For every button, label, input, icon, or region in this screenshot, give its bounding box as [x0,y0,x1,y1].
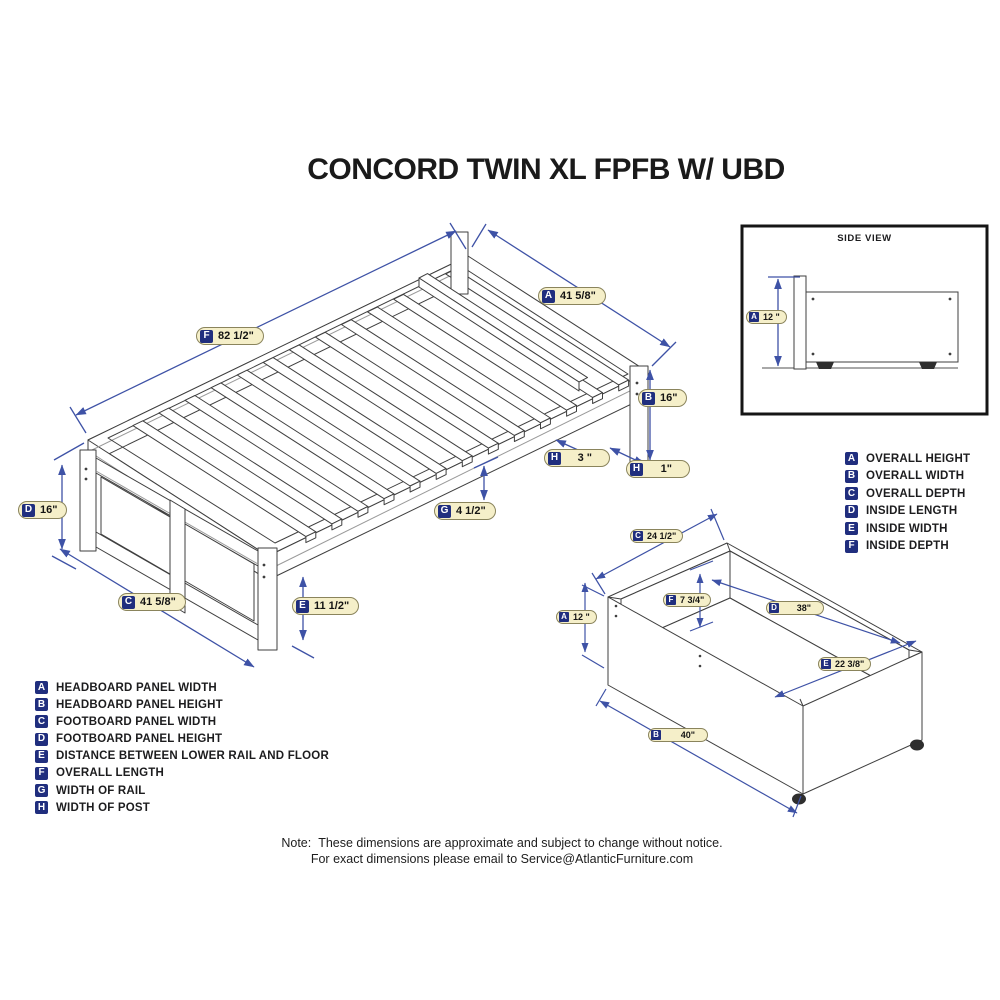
dim-label-overall-length: F 82 1/2" [196,327,264,345]
legend-item-headboard-panel-height: B HEADBOARD PANEL HEIGHT [35,698,329,712]
dim-label-footboard-panel-width: C 41 5/8" [118,593,186,611]
legend-item-footboard-panel-width: C FOOTBOARD PANEL WIDTH [35,715,329,729]
dim-letter-chip: E [821,659,831,669]
dim-value: 1" [660,463,672,475]
dim-value: 38" [796,603,811,613]
caster-wheel-icon [910,739,924,751]
dim-label-rail-width: G 4 1/2" [434,502,496,520]
legend-item-overall-length: F OVERALL LENGTH [35,766,329,780]
dim-label-headboard-panel-width: A 41 5/8" [538,287,606,305]
legend-letter-chip: D [845,504,858,518]
dim-label-post-width-3: H 3 " [544,449,610,467]
dim-value: 16" [660,392,678,404]
dim-letter-chip: F [666,595,676,605]
side-view-title: SIDE VIEW [837,233,892,244]
dim-value: 12 " [573,612,590,622]
dim-label-footboard-panel-height: D 16" [18,501,68,519]
dim-letter-chip: A [749,312,759,322]
legend-letter-chip: D [35,732,48,746]
dim-letter-chip: H [548,451,561,465]
dim-value: 3 " [577,452,592,464]
legend-letter-chip: A [845,452,858,465]
dim-value: 12 " [763,312,780,322]
legend-item-inside-depth: F INSIDE DEPTH [845,539,970,553]
dim-letter-chip: D [22,503,35,517]
legend-item-inside-length: D INSIDE LENGTH [845,504,970,518]
dim-letter-chip: G [438,504,451,518]
legend-item-width-of-post: H WIDTH OF POST [35,801,329,815]
legend-letter-chip: E [35,749,48,763]
dim-value: 41 5/8" [560,290,596,302]
legend-item-width-of-rail: G WIDTH OF RAIL [35,784,329,798]
dim-value: 40" [680,730,695,740]
drawer-dimension-lines [581,508,917,818]
dim-label-post-width-1: H 1" [626,460,690,478]
dim-letter-chip: H [630,462,643,476]
legend-letter-chip: A [35,681,48,694]
legend-letter-chip: B [35,698,48,712]
dim-value: 24 1/2" [647,531,677,541]
legend-item-inside-width: E INSIDE WIDTH [845,522,970,536]
legend-item-overall-width: B OVERALL WIDTH [845,469,970,483]
dim-label-drawer-inside-length: D 38" [766,601,824,615]
legend-letter-chip: C [845,487,858,501]
dim-letter-chip: C [122,595,135,609]
dim-letter-chip: A [559,612,569,622]
dim-value: 41 5/8" [140,596,176,608]
dim-letter-chip: F [200,329,213,343]
note-line2: For exact dimensions please email to Ser… [310,852,694,866]
drawer-drawing [607,542,924,805]
legend-item-headboard-panel-width: A HEADBOARD PANEL WIDTH [35,681,329,694]
dim-letter-chip: A [542,289,555,303]
dim-letter-chip: B [642,391,655,405]
legend-letter-chip: G [35,784,48,798]
dim-value: 11 1/2" [314,600,350,612]
legend-letter-chip: E [845,522,858,536]
legend-item-footboard-panel-height: D FOOTBOARD PANEL HEIGHT [35,732,329,746]
note-label: Note: [281,836,312,850]
dim-label-drawer-overall-width: B 40" [648,728,708,742]
dim-value: 22 3/8" [835,659,865,669]
disclaimer-note: Note: These dimensions are approximate a… [250,835,754,867]
dim-value: 7 3/4" [680,595,705,605]
dim-value: 16" [40,504,58,516]
side-view-drawing [740,224,989,416]
legend-letter-chip: B [845,469,858,483]
legend-item-overall-height: A OVERALL HEIGHT [845,452,970,465]
legend-letter-chip: C [35,715,48,729]
legend-item-rail-to-floor: E DISTANCE BETWEEN LOWER RAIL AND FLOOR [35,749,329,763]
dim-label-drawer-overall-depth: C 24 1/2" [630,529,684,543]
legend-item-overall-depth: C OVERALL DEPTH [845,487,970,501]
dim-letter-chip: C [633,531,643,541]
legend-letter-chip: F [35,766,48,780]
note-line1: These dimensions are approximate and sub… [318,836,723,850]
caster-wheel-icon [919,362,937,369]
caster-wheel-icon [816,362,834,369]
dim-label-drawer-inside-width: E 22 3/8" [818,657,872,671]
page-title: CONCORD TWIN XL FPFB W/ UBD [307,153,785,186]
dim-label-rail-to-floor: E 11 1/2" [292,597,360,615]
dim-label-drawer-overall-height: A 12 " [556,610,597,624]
bed-legend: A HEADBOARD PANEL WIDTH B HEADBOARD PANE… [35,681,329,819]
dim-label-headboard-panel-height: B 16" [638,389,688,407]
legend-letter-chip: H [35,801,48,815]
dim-value: 82 1/2" [218,330,254,342]
dim-value: 4 1/2" [456,505,486,517]
dim-letter-chip: B [651,730,661,740]
dim-letter-chip: E [296,599,309,613]
legend-letter-chip: F [845,539,858,553]
drawer-legend: A OVERALL HEIGHT B OVERALL WIDTH C OVERA… [845,452,970,558]
dim-label-sideview-height: A 12 " [746,310,787,324]
dim-letter-chip: D [769,603,779,613]
dim-label-drawer-inside-depth: F 7 3/4" [663,593,712,607]
